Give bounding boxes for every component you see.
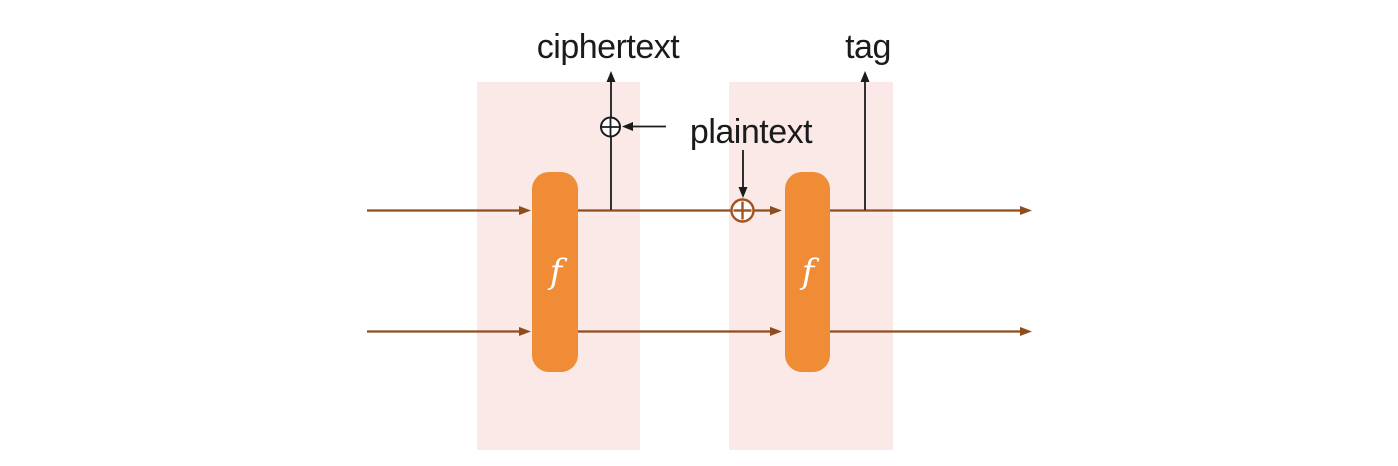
xor-circled-plus-icon-plaintext xyxy=(730,198,755,223)
tag-label: tag xyxy=(845,28,891,66)
plaintext-label: plaintext xyxy=(690,113,813,151)
permutation-block-1 xyxy=(532,172,578,372)
ciphertext-label: ciphertext xyxy=(537,28,680,66)
permutation-block-2 xyxy=(785,172,830,372)
xor-circled-plus-icon-ciphertext xyxy=(600,116,621,138)
